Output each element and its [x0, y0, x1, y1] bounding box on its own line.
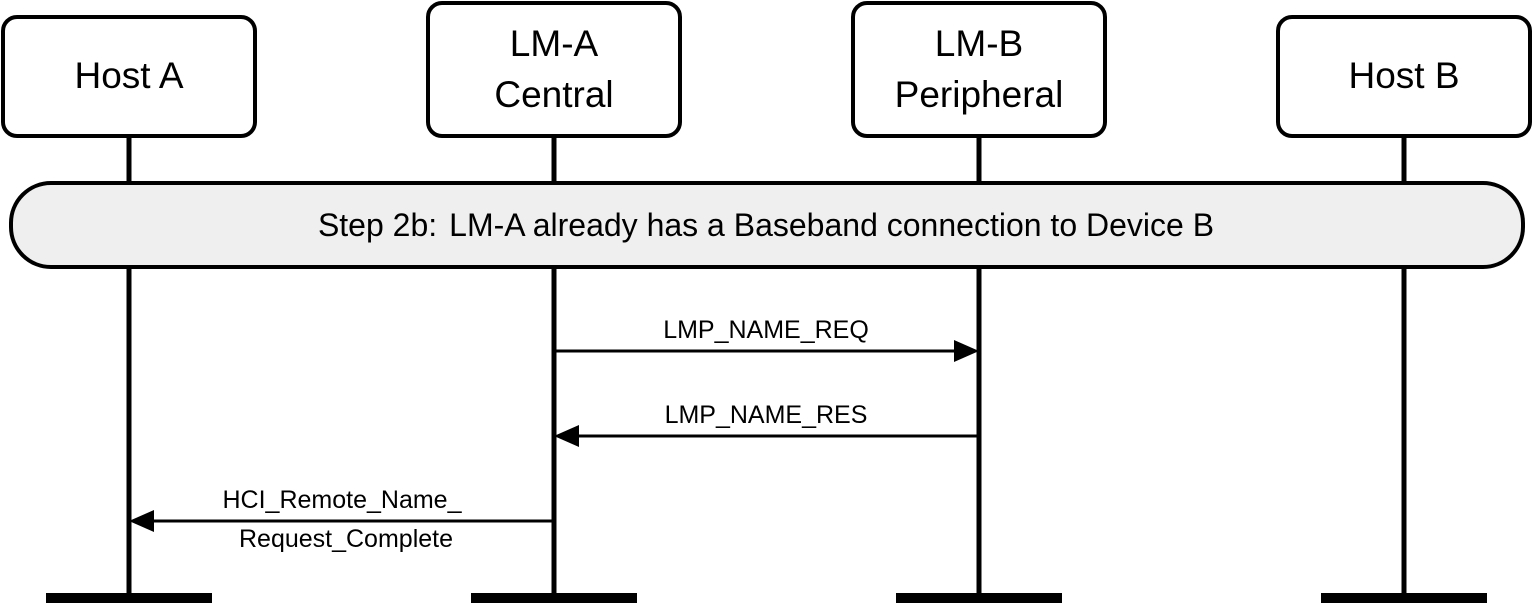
- participant-lm-a: LM-A Central: [426, 1, 682, 138]
- participant-label-line-2: Central: [494, 74, 613, 115]
- step-description: LM-A already has a Baseband connection t…: [449, 207, 1214, 243]
- participant-label: Host A: [75, 55, 184, 96]
- arrowhead-left: [129, 510, 154, 532]
- message-label-line-1: HCI_Remote_Name_: [223, 486, 463, 514]
- step-banner-box: [9, 181, 1525, 269]
- message-lmp-name-res: LMP_NAME_RES: [554, 401, 979, 447]
- step-label: Step 2b:: [318, 207, 437, 243]
- message-label: LMP_NAME_REQ: [663, 316, 869, 344]
- arrowhead-right: [954, 340, 979, 362]
- end-bar-lm-b: [896, 593, 1062, 603]
- step-banner-text: Step 2b: LM-A already has a Baseband conn…: [318, 207, 1214, 243]
- participant-label-line-1: LM-B: [935, 23, 1023, 64]
- step-banner: Step 2b: LM-A already has a Baseband conn…: [9, 181, 1525, 269]
- lifeline-end-bars: [46, 593, 1487, 603]
- participant-box: [851, 1, 1107, 138]
- end-bar-host-a: [46, 593, 212, 603]
- participant-box: [1276, 15, 1532, 138]
- participant-label: Host B: [1348, 55, 1459, 96]
- participant-lm-b: LM-B Peripheral: [851, 1, 1107, 138]
- end-bar-host-b: [1321, 593, 1487, 603]
- participant-box: [426, 1, 682, 138]
- participant-label-line-2: Peripheral: [895, 74, 1064, 115]
- message-hci-remote-name-request-complete: HCI_Remote_Name_ Request_Complete: [129, 486, 554, 553]
- participant-box: [1, 15, 257, 138]
- participant-host-b: Host B: [1276, 15, 1532, 138]
- message-label: LMP_NAME_RES: [665, 401, 868, 429]
- end-bar-lm-a: [471, 593, 637, 603]
- message-label-line-2: Request_Complete: [239, 525, 453, 553]
- participant-label-line-1: LM-A: [510, 23, 599, 64]
- participant-host-a: Host A: [1, 15, 257, 138]
- arrowhead-left: [554, 425, 579, 447]
- message-lmp-name-req: LMP_NAME_REQ: [554, 316, 979, 362]
